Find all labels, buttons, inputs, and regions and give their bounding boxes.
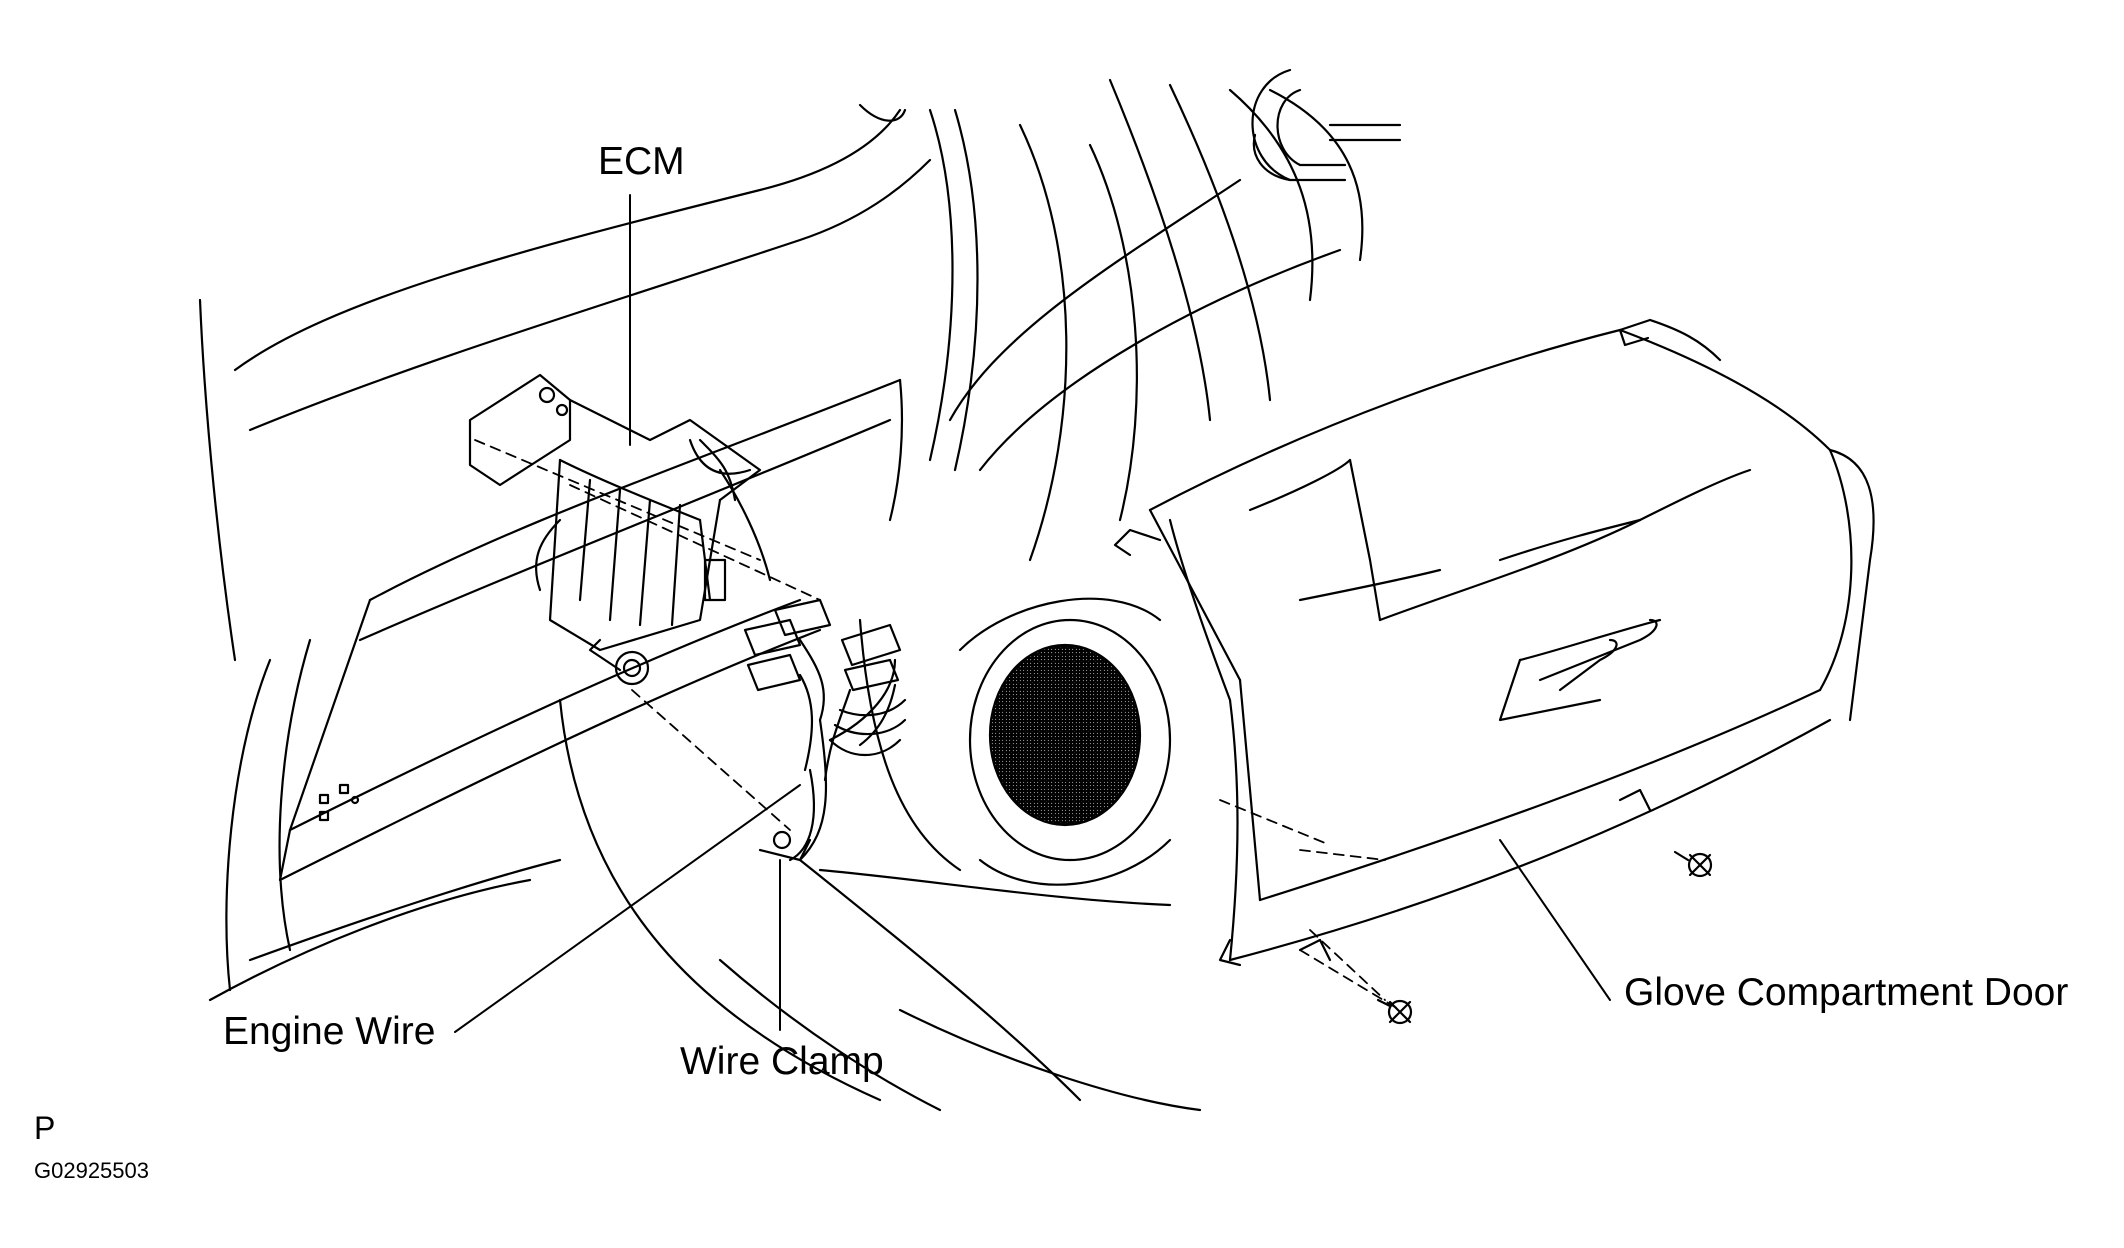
left-wall — [208, 638, 562, 1002]
leader-lines — [454, 194, 1611, 1033]
floor-lines — [558, 618, 1202, 1112]
ecm-label: ECM — [598, 140, 685, 183]
wire-clamp-label: Wire Clamp — [680, 1040, 884, 1083]
dashboard-outline — [198, 78, 1364, 662]
air-vent — [1251, 68, 1402, 182]
glove-compartment — [1113, 318, 1875, 967]
screws — [1376, 850, 1713, 1025]
glovebox-opening — [278, 378, 904, 882]
engine-wire-label: Engine Wire — [223, 1010, 436, 1053]
wire-harness — [698, 438, 907, 862]
glove-compartment-door-label: Glove Compartment Door — [1624, 971, 2069, 1014]
ecm-unit — [468, 373, 762, 686]
figure-code: G02925503 — [34, 1158, 149, 1183]
footer-letter: P — [34, 1110, 56, 1146]
speaker — [958, 597, 1172, 886]
guide-lines — [474, 439, 1401, 1011]
